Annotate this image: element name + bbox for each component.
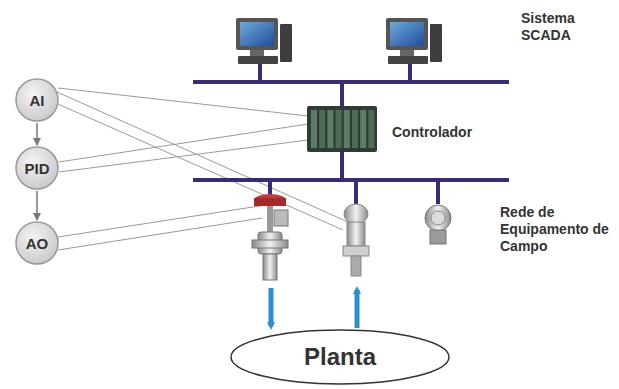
flow-arrow <box>269 288 274 326</box>
function-block-circle: PID <box>15 146 59 190</box>
function-block-circle: AO <box>15 221 59 265</box>
section-label: Rede de Equipamento de Campo <box>500 204 610 255</box>
field-transmitter <box>425 205 451 244</box>
computer-icon <box>236 18 292 64</box>
computer-icon <box>386 18 442 64</box>
node-text: AI <box>30 92 45 109</box>
leader-lines <box>57 88 348 250</box>
plant-ellipse: Planta <box>230 329 450 385</box>
flow-arrow <box>355 290 360 328</box>
controller-rack <box>307 106 377 152</box>
node-text: AO <box>26 235 49 252</box>
signal-arrow <box>36 191 38 220</box>
section-label: Sistema SCADA <box>521 10 581 44</box>
scada-bus <box>193 80 509 84</box>
control-valve <box>252 194 288 280</box>
signal-arrow <box>36 123 38 145</box>
section-label: Controlador <box>392 124 502 141</box>
field-bus <box>193 178 509 182</box>
node-text: PID <box>24 160 49 177</box>
pressure-transmitter <box>343 204 369 276</box>
node-text: Planta <box>304 343 376 371</box>
function-block-circle: AI <box>15 78 59 122</box>
